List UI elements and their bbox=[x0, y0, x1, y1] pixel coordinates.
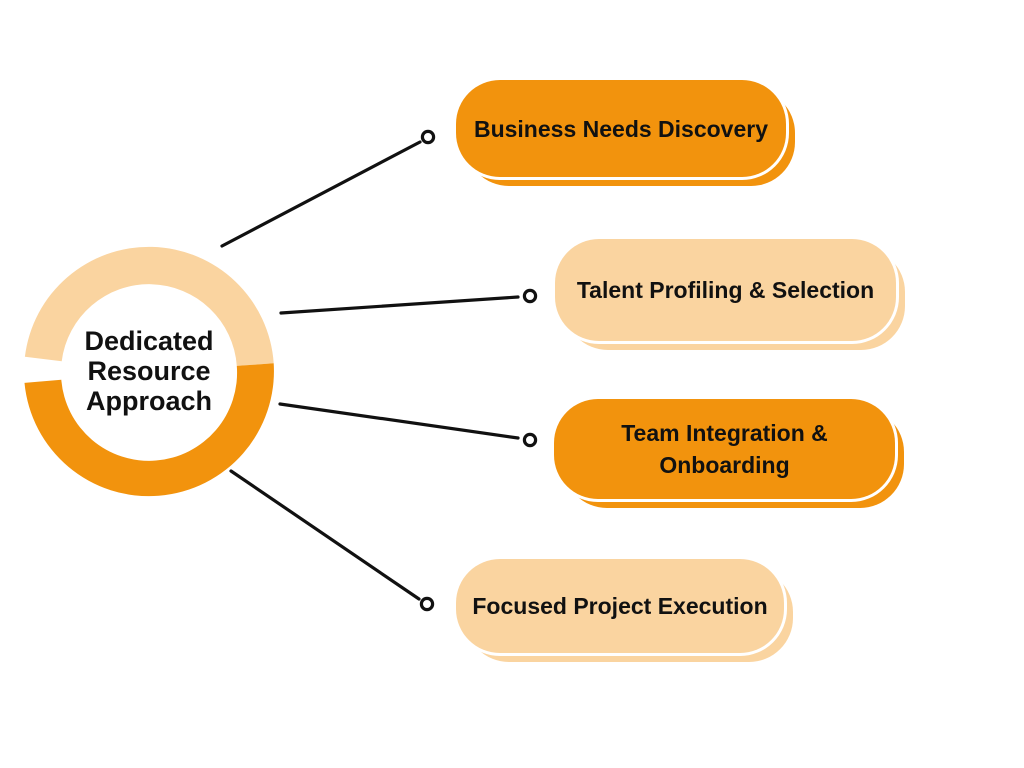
connector-dot-1 bbox=[420, 129, 436, 145]
connector-line-4 bbox=[229, 469, 421, 601]
connector-dot-4 bbox=[419, 596, 435, 612]
node-label: Team Integration & Onboarding bbox=[621, 420, 828, 478]
node-focused-project-execution: Focused Project Execution bbox=[456, 559, 784, 653]
connector-line-2 bbox=[279, 295, 520, 315]
node-talent-profiling-selection: Talent Profiling & Selection bbox=[555, 239, 896, 341]
connector-line-3 bbox=[278, 402, 520, 440]
node-label: Focused Project Execution bbox=[472, 593, 768, 619]
connector-dot-3 bbox=[522, 432, 538, 448]
node-label: Talent Profiling & Selection bbox=[576, 277, 875, 303]
node-team-integration-onboarding: Team Integration & Onboarding bbox=[554, 399, 895, 499]
donut-ring-top-segment bbox=[24, 246, 274, 366]
node-label: Business Needs Discovery bbox=[473, 115, 769, 142]
donut-ring-bottom-segment bbox=[24, 363, 274, 497]
connector-line-1 bbox=[220, 140, 422, 248]
connector-dot-2 bbox=[522, 288, 538, 304]
center-node-label: Dedicated Resource Approach bbox=[84, 326, 214, 416]
node-business-needs-discovery: Business Needs Discovery bbox=[456, 80, 786, 177]
